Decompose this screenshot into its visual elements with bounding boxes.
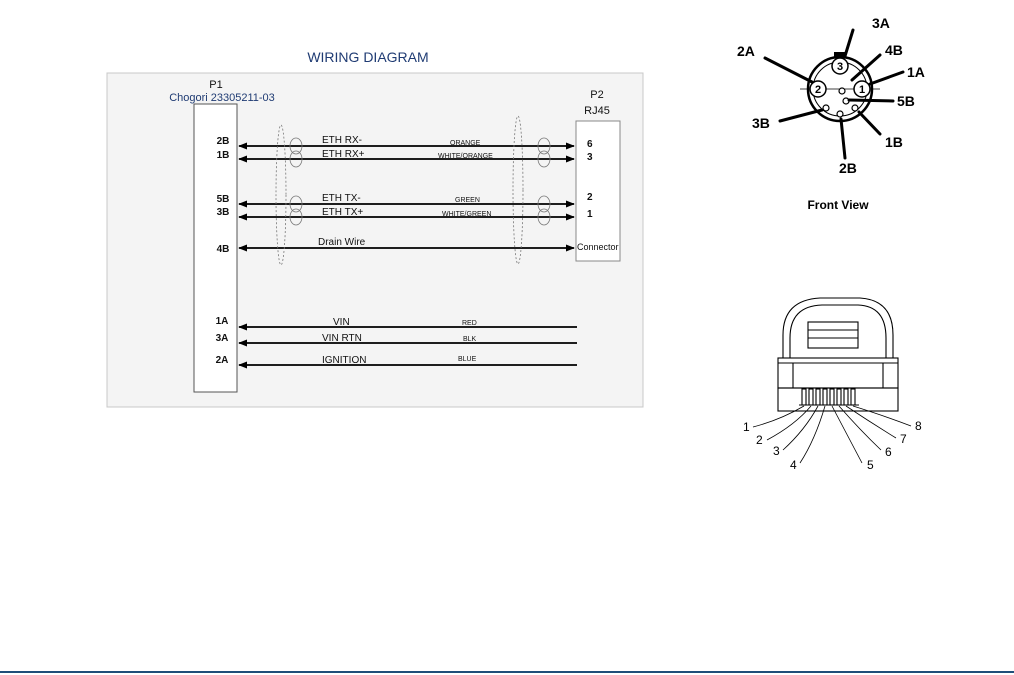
p2-connector-label: Connector — [577, 242, 619, 252]
p1-connector-box — [194, 104, 237, 392]
p1-ref: P1 — [209, 79, 222, 91]
insert-number: 2 — [815, 84, 821, 96]
rj45-plug-drawing — [778, 298, 898, 411]
insert-number: 1 — [859, 84, 865, 96]
p1-pin-label: 5B — [217, 194, 230, 205]
wire-color-label: ORANGE — [450, 140, 481, 147]
wire-color-label: RED — [462, 320, 477, 327]
footer-rule — [0, 671, 1014, 673]
wire-color-label: GREEN — [455, 197, 480, 204]
rj45-pin-number: 5 — [867, 458, 874, 472]
rj45-pin-number: 4 — [790, 458, 797, 472]
p2-pin-label: 6 — [587, 139, 593, 150]
front-view-pin-label: 1B — [885, 134, 903, 150]
signal-label: VIN RTN — [322, 333, 362, 344]
rj45-pin-number: 2 — [756, 433, 763, 447]
p1-pin-label: 1B — [217, 150, 230, 161]
insert-number: 3 — [837, 61, 843, 73]
diagram-title: WIRING DIAGRAM — [307, 49, 428, 65]
p2-pin-label: 1 — [587, 209, 593, 220]
p2-type: RJ45 — [584, 105, 610, 117]
p1-pin-label: 3B — [217, 207, 230, 218]
p2-pin-label: 2 — [587, 192, 593, 203]
diagram-panel — [107, 73, 643, 407]
front-view-caption: Front View — [807, 198, 869, 212]
signal-label: VIN — [333, 317, 350, 328]
front-view-pin-label: 4B — [885, 42, 903, 58]
rj45-pin-number: 3 — [773, 444, 780, 458]
rj45-pin-number: 1 — [743, 420, 750, 434]
p2-pin-label: 3 — [587, 152, 593, 163]
front-view-pin-label: 1A — [907, 64, 925, 80]
signal-label: ETH TX- — [322, 193, 361, 204]
p1-pin-label: 4B — [217, 244, 230, 255]
wire-color-label: WHITE/GREEN — [442, 211, 491, 218]
front-view-pin-label: 2A — [737, 43, 755, 59]
front-view-pin-label: 2B — [839, 160, 857, 176]
rj45-pin-number: 7 — [900, 432, 907, 446]
p1-part-number: Chogori 23305211-03 — [169, 92, 275, 104]
p2-connector-box — [576, 121, 620, 261]
p1-pin-label: 2B — [217, 136, 230, 147]
rj45-pin-number: 6 — [885, 445, 892, 459]
p1-pin-label: 2A — [216, 355, 229, 366]
signal-label: ETH RX- — [322, 135, 362, 146]
signal-label: IGNITION — [322, 355, 366, 366]
wire-color-label: BLUE — [458, 356, 477, 363]
p1-pin-label: 1A — [216, 316, 229, 327]
signal-label: Drain Wire — [318, 237, 366, 248]
wire-color-label: BLK — [463, 336, 477, 343]
signal-label: ETH TX+ — [322, 207, 363, 218]
front-view-pin-label: 5B — [897, 93, 915, 109]
signal-label: ETH RX+ — [322, 149, 365, 160]
wire-color-label: WHITE/ORANGE — [438, 153, 493, 160]
p2-ref: P2 — [590, 89, 603, 101]
rj45-pin-number: 8 — [915, 419, 922, 433]
front-view-pin-label: 3A — [872, 15, 890, 31]
p1-pin-label: 3A — [216, 333, 229, 344]
front-view-pin-label: 3B — [752, 115, 770, 131]
